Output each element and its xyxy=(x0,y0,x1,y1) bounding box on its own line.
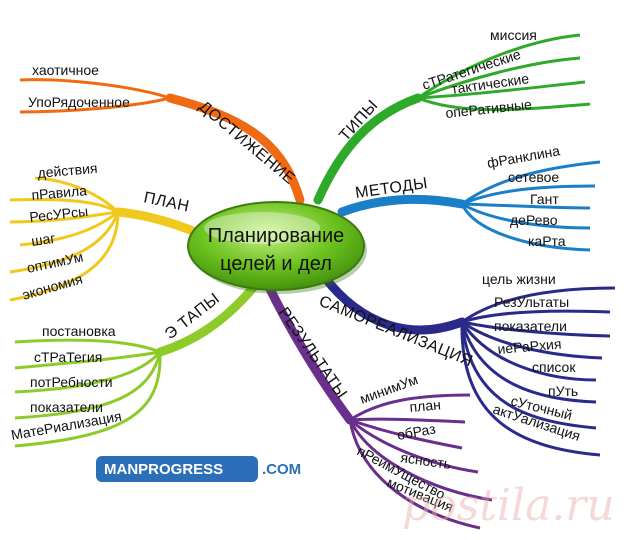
leaf-methods-5: каРта xyxy=(528,233,566,249)
leaf-achievement-1: хаотичное xyxy=(32,62,99,78)
branch-label-results: РЕЗУЛЬТАТЫ xyxy=(275,305,350,402)
leaf-plan-3: РесУРсы xyxy=(29,203,89,225)
leaf-types-4: опеРативные xyxy=(445,96,533,121)
center-node: Планирование целей и дел xyxy=(187,201,367,294)
leaf-results-4: ясность xyxy=(400,449,453,472)
leaf-results-2: план xyxy=(409,396,442,415)
branch-achievement: ДОСТИЖЕНИЕ хаотичное УпоРядоченное xyxy=(19,62,305,205)
branch-label-self-realization: САМОРЕАЛИЗАЦИЯ xyxy=(317,293,476,370)
leaf-self-2: РезУльтаты xyxy=(494,294,569,310)
leaf-methods-3: Гант xyxy=(530,191,559,207)
leaf-self-4: иеРаРхия xyxy=(497,335,562,357)
leaf-methods-2: сетевое xyxy=(508,169,559,185)
leaf-stages-1: постановка xyxy=(42,323,116,339)
branch-label-plan: ПЛАН xyxy=(142,189,191,215)
leaf-plan-1: действия xyxy=(37,160,98,181)
leaf-types-1: миссия xyxy=(490,27,537,43)
leaf-stages-3: потРебности xyxy=(30,374,113,390)
center-title-line-1: Планирование xyxy=(208,225,345,247)
logo-suffix-text: .COM xyxy=(262,461,301,478)
leaf-self-6: пУть xyxy=(548,383,578,399)
branch-label-achievement: ДОСТИЖЕНИЕ xyxy=(195,98,298,188)
branch-stages: Э ТАПЫ постановка сТРаТегия потРебности … xyxy=(10,277,263,448)
leaf-stages-2: сТРаТегия xyxy=(34,349,102,365)
leaf-plan-2: пРавила xyxy=(31,182,88,203)
watermark-text: postila.ru xyxy=(402,480,615,531)
site-logo: MANPROGRESS .COM xyxy=(96,456,301,482)
branch-methods: МЕТОДЫ фРанклина сетевое Гант деРево каР… xyxy=(337,142,601,252)
leaf-self-3: показатели xyxy=(494,318,567,334)
logo-main-text: MANPROGRESS xyxy=(104,461,223,478)
leaf-achievement-2: УпоРядоченное xyxy=(28,94,130,110)
leaf-self-1: цель жизни xyxy=(482,271,556,287)
center-title-line-2: целей и дел xyxy=(220,253,332,275)
leaf-results-3: обРаз xyxy=(396,420,437,442)
leaf-self-5: список xyxy=(532,359,576,375)
leaf-stages-4: показатели xyxy=(30,399,103,415)
leaf-methods-1: фРанклина xyxy=(486,142,562,171)
leaf-plan-4: шаг xyxy=(30,230,56,249)
watermark: postila.ru xyxy=(402,480,615,531)
branch-plan: ПЛАН действия пРавила РесУРсы шаг оптимУ… xyxy=(9,160,215,303)
leaf-methods-4: деРево xyxy=(510,212,558,228)
